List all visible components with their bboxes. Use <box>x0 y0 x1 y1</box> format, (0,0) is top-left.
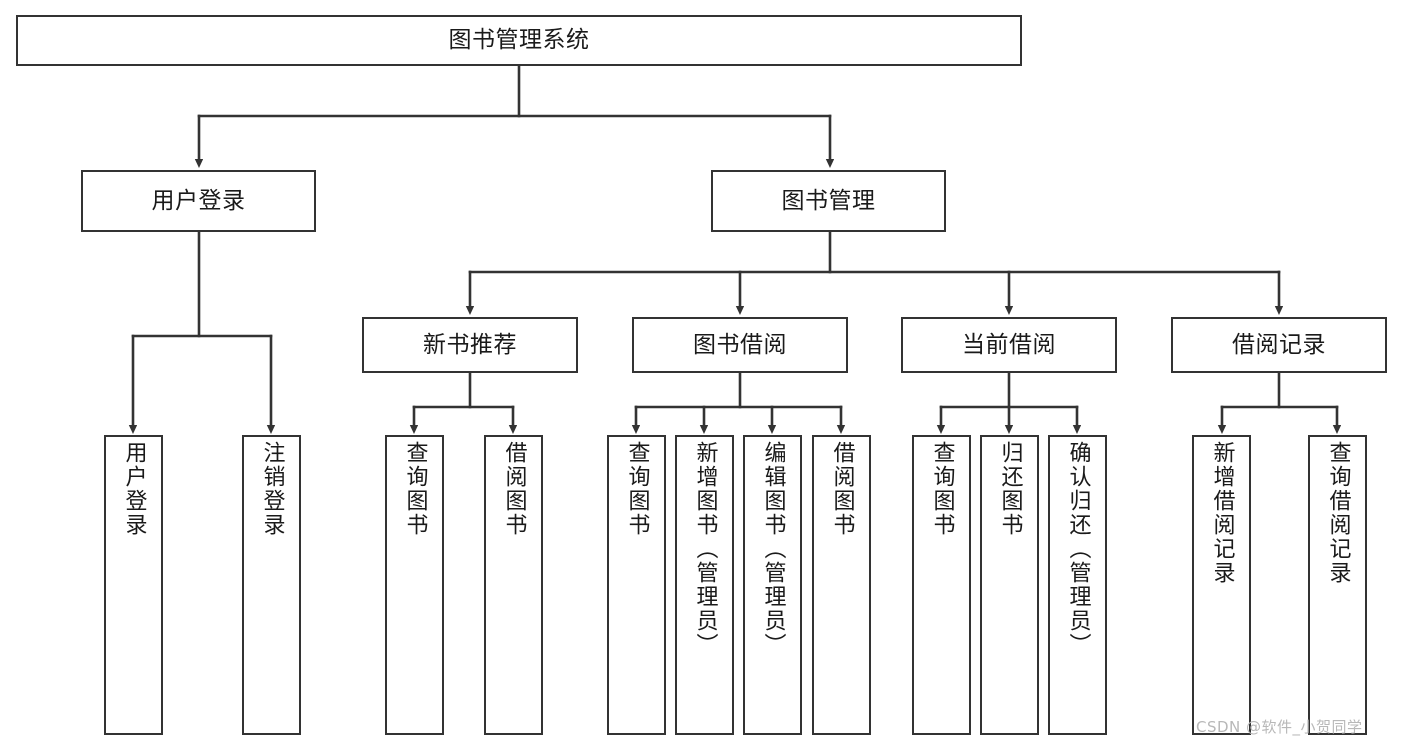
node-leaf-add-record[interactable]: 新增借阅记录 <box>1192 435 1251 735</box>
node-root[interactable]: 图书管理系统 <box>16 15 1022 66</box>
node-leaf-query-book-2-label: 查询图书 <box>624 441 650 537</box>
node-leaf-query-record[interactable]: 查询借阅记录 <box>1308 435 1367 735</box>
node-leaf-edit-book[interactable]: 编辑图书（管理员） <box>743 435 802 735</box>
node-current-borrow-label: 当前借阅 <box>962 331 1056 358</box>
node-leaf-confirm-return-label: 确认归还（管理员） <box>1065 441 1091 657</box>
node-current-borrow[interactable]: 当前借阅 <box>901 317 1117 373</box>
node-leaf-logout-label: 注销登录 <box>259 441 285 537</box>
node-leaf-borrow-book-1-label: 借阅图书 <box>501 441 527 537</box>
node-book-management-label: 图书管理 <box>781 187 876 214</box>
node-book-management[interactable]: 图书管理 <box>711 170 946 232</box>
node-leaf-add-record-label: 新增借阅记录 <box>1209 441 1235 585</box>
node-user-login-label: 用户登录 <box>151 187 246 214</box>
node-borrow-record[interactable]: 借阅记录 <box>1171 317 1387 373</box>
node-leaf-borrow-book-1[interactable]: 借阅图书 <box>484 435 543 735</box>
node-leaf-confirm-return[interactable]: 确认归还（管理员） <box>1048 435 1107 735</box>
node-leaf-edit-book-label: 编辑图书（管理员） <box>760 441 786 657</box>
node-leaf-borrow-book-2-label: 借阅图书 <box>829 441 855 537</box>
node-leaf-user-login[interactable]: 用户登录 <box>104 435 163 735</box>
node-leaf-add-book-label: 新增图书（管理员） <box>692 441 718 657</box>
node-leaf-query-book-2[interactable]: 查询图书 <box>607 435 666 735</box>
node-user-login[interactable]: 用户登录 <box>81 170 316 232</box>
node-leaf-user-login-label: 用户登录 <box>121 441 147 537</box>
node-leaf-query-book-1[interactable]: 查询图书 <box>385 435 444 735</box>
node-new-book-recommend-label: 新书推荐 <box>423 331 517 358</box>
node-leaf-return-book[interactable]: 归还图书 <box>980 435 1039 735</box>
node-book-borrow-label: 图书借阅 <box>693 331 787 358</box>
node-leaf-add-book[interactable]: 新增图书（管理员） <box>675 435 734 735</box>
node-leaf-borrow-book-2[interactable]: 借阅图书 <box>812 435 871 735</box>
node-leaf-query-book-3-label: 查询图书 <box>929 441 955 537</box>
node-leaf-query-book-1-label: 查询图书 <box>402 441 428 537</box>
node-book-borrow[interactable]: 图书借阅 <box>632 317 848 373</box>
node-leaf-return-book-label: 归还图书 <box>997 441 1023 537</box>
node-root-label: 图书管理系统 <box>448 27 590 54</box>
node-leaf-query-record-label: 查询借阅记录 <box>1325 441 1351 585</box>
node-leaf-query-book-3[interactable]: 查询图书 <box>912 435 971 735</box>
node-new-book-recommend[interactable]: 新书推荐 <box>362 317 578 373</box>
node-borrow-record-label: 借阅记录 <box>1232 331 1326 358</box>
node-leaf-logout[interactable]: 注销登录 <box>242 435 301 735</box>
